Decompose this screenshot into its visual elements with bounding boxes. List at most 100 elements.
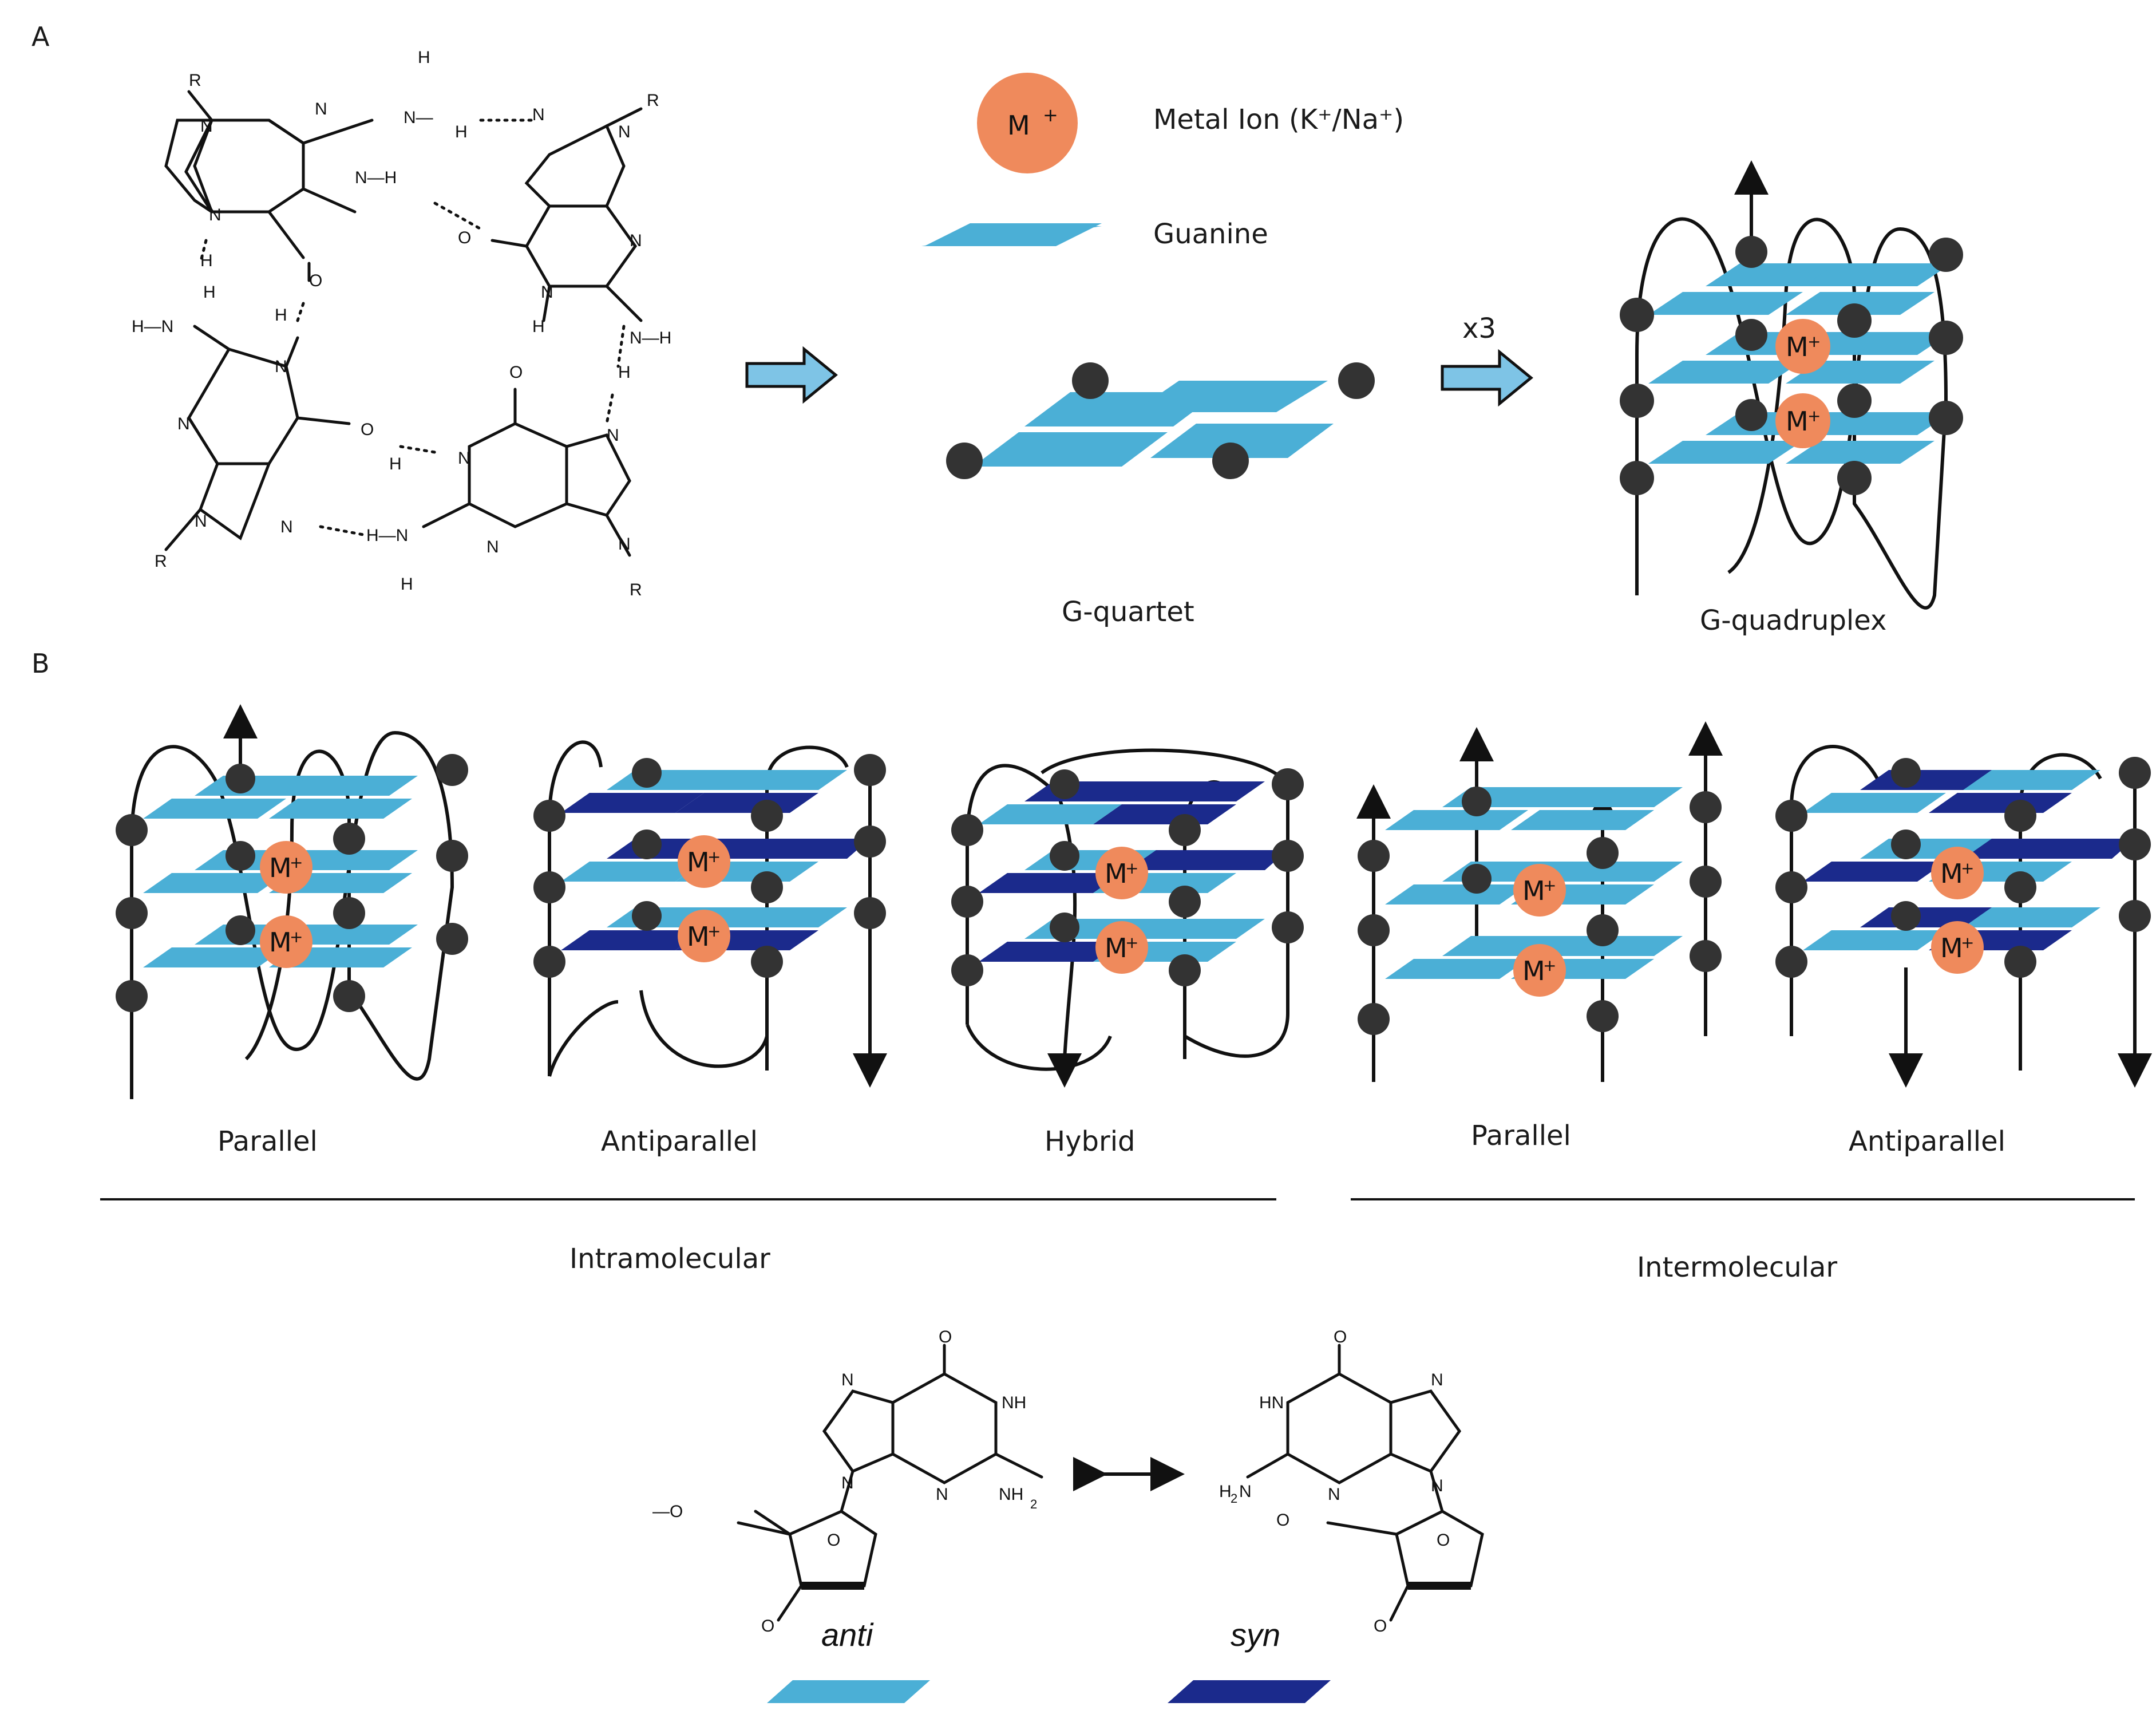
topology-label: Antiparallel bbox=[1849, 1125, 2005, 1158]
svg-text:2: 2 bbox=[1030, 1497, 1037, 1511]
anti-guanosine-structure: O NH NH 2 N N N O —O O anti bbox=[652, 1328, 1043, 1703]
legend-ion-symbol: M bbox=[1007, 110, 1030, 141]
svg-text:O: O bbox=[309, 271, 322, 290]
metal-ion-icon bbox=[1775, 319, 1830, 374]
topology-antiparallel-intermolecular: M + M + bbox=[1775, 745, 2152, 1088]
svg-text:—O: —O bbox=[652, 1502, 683, 1521]
svg-text:N: N bbox=[841, 1370, 854, 1389]
svg-text:O: O bbox=[1374, 1617, 1387, 1636]
anti-guanine-swatch bbox=[767, 1680, 930, 1703]
svg-text:+: + bbox=[1961, 859, 1974, 878]
svg-text:H—N: H—N bbox=[366, 526, 408, 545]
group-label-intramolecular: Intramolecular bbox=[569, 1243, 770, 1275]
svg-text:N: N bbox=[177, 414, 190, 433]
svg-text:R: R bbox=[647, 91, 659, 110]
svg-text:O: O bbox=[361, 420, 374, 439]
svg-text:M: M bbox=[687, 921, 710, 952]
g-quadruplex-label: G-quadruplex bbox=[1700, 605, 1886, 637]
svg-text:H: H bbox=[401, 575, 413, 594]
legend: M + Metal Ion (K⁺/Na⁺) Guanine bbox=[921, 73, 1404, 250]
topology-parallel-intramolecular: M + M + bbox=[116, 704, 468, 1099]
svg-text:M: M bbox=[269, 852, 292, 883]
svg-text:N: N bbox=[280, 518, 293, 536]
svg-text:+: + bbox=[1543, 876, 1556, 895]
guanine-legend-swatch bbox=[924, 223, 1102, 246]
svg-text:N: N bbox=[618, 535, 631, 554]
svg-text:N: N bbox=[458, 449, 470, 468]
svg-text:2: 2 bbox=[1231, 1491, 1237, 1506]
svg-text:N: N bbox=[618, 123, 631, 141]
svg-text:N—: N— bbox=[403, 108, 433, 127]
svg-text:N: N bbox=[195, 512, 207, 531]
g-quartet: G-quartet bbox=[946, 362, 1375, 628]
svg-text:M: M bbox=[1940, 933, 1963, 963]
svg-text:+: + bbox=[1125, 859, 1138, 878]
svg-text:H—N: H—N bbox=[132, 317, 173, 336]
svg-text:N: N bbox=[1431, 1370, 1443, 1389]
svg-text:N: N bbox=[607, 426, 619, 445]
process-arrow-1 bbox=[745, 346, 838, 404]
topology-antiparallel-intramolecular: M + M + bbox=[533, 740, 887, 1088]
svg-text:M: M bbox=[1522, 955, 1545, 986]
process-arrow-2: x3 bbox=[1441, 313, 1533, 407]
topology-parallel-intermolecular: M + M + bbox=[1356, 721, 1723, 1082]
svg-text:+: + bbox=[1543, 956, 1556, 975]
svg-text:N: N bbox=[209, 206, 221, 224]
svg-text:M: M bbox=[687, 847, 710, 878]
svg-text:N: N bbox=[275, 357, 287, 376]
svg-text:H: H bbox=[389, 455, 402, 473]
svg-text:N: N bbox=[1328, 1485, 1340, 1504]
svg-text:NH: NH bbox=[1002, 1393, 1026, 1412]
ion-label: M bbox=[1786, 331, 1809, 362]
svg-text:H: H bbox=[618, 363, 631, 382]
svg-text:H: H bbox=[418, 48, 430, 67]
topology-label: Parallel bbox=[217, 1125, 318, 1158]
svg-text:R: R bbox=[630, 580, 642, 599]
svg-text:O: O bbox=[827, 1531, 840, 1550]
legend-ion-label: Metal Ion (K⁺/Na⁺) bbox=[1153, 104, 1404, 136]
svg-text:N: N bbox=[630, 231, 642, 250]
svg-text:N—H: N—H bbox=[630, 329, 671, 347]
svg-text:O: O bbox=[1437, 1531, 1450, 1550]
svg-text:N: N bbox=[841, 1474, 854, 1492]
svg-text:NH: NH bbox=[999, 1485, 1023, 1504]
svg-text:H: H bbox=[1219, 1482, 1232, 1501]
ion-label: M bbox=[1786, 406, 1809, 437]
svg-text:H: H bbox=[275, 306, 287, 325]
panel-label-b: B bbox=[31, 648, 50, 679]
svg-text:HN: HN bbox=[1259, 1393, 1284, 1412]
svg-text:N: N bbox=[486, 538, 499, 556]
panel-label-a: A bbox=[31, 21, 50, 52]
svg-text:M: M bbox=[1940, 858, 1963, 889]
topology-label: Antiparallel bbox=[601, 1125, 758, 1158]
legend-ion-charge: + bbox=[1043, 104, 1058, 126]
svg-text:N: N bbox=[936, 1485, 948, 1504]
svg-text:M: M bbox=[1105, 858, 1128, 889]
svg-text:+: + bbox=[707, 847, 721, 866]
syn-guanosine-structure: O HN H 2 N N N N O O O syn bbox=[1168, 1328, 1484, 1703]
svg-text:+: + bbox=[707, 922, 721, 941]
svg-text:+: + bbox=[1807, 406, 1821, 425]
svg-text:H: H bbox=[455, 123, 468, 141]
topology-label: Parallel bbox=[1471, 1120, 1571, 1152]
multiplier-label: x3 bbox=[1462, 313, 1496, 345]
svg-text:+: + bbox=[1807, 332, 1821, 351]
svg-text:H: H bbox=[200, 251, 213, 270]
svg-text:N: N bbox=[532, 105, 545, 124]
svg-text:N: N bbox=[1239, 1482, 1252, 1501]
svg-text:O: O bbox=[1276, 1511, 1289, 1530]
svg-text:H: H bbox=[203, 283, 216, 302]
svg-text:O: O bbox=[458, 228, 471, 247]
g-tetrad-structure: R N N H N— H N—H O N H H—N H H N N O N R… bbox=[132, 48, 671, 599]
svg-text:M: M bbox=[1522, 875, 1545, 906]
svg-text:R: R bbox=[155, 552, 167, 571]
svg-text:M: M bbox=[269, 927, 292, 958]
legend-guanine-label: Guanine bbox=[1153, 218, 1268, 250]
topology-label: Hybrid bbox=[1045, 1125, 1136, 1158]
g-quartet-label: G-quartet bbox=[1062, 596, 1194, 628]
svg-text:O: O bbox=[509, 363, 523, 382]
svg-text:O: O bbox=[939, 1328, 952, 1346]
tetrad-atom-labels: R N N H N— H N—H O N H H—N H H N N O N R… bbox=[132, 48, 671, 599]
svg-text:H: H bbox=[532, 317, 545, 336]
